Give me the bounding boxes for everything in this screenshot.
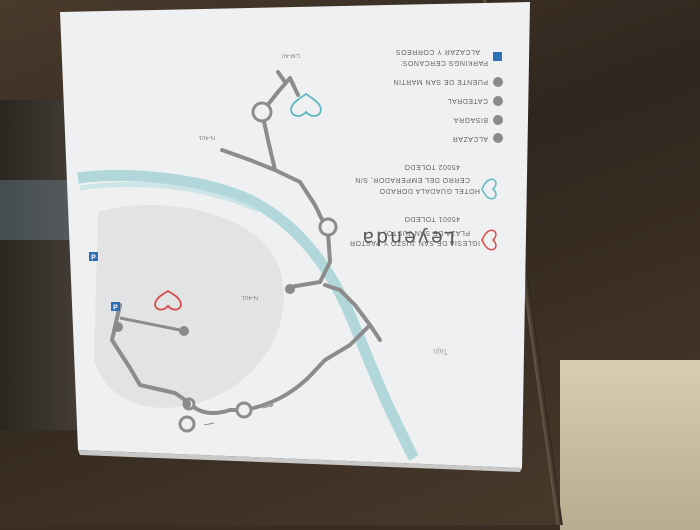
legend-item: HOTEL GUADALA DORADO <box>379 187 480 194</box>
road-spur <box>368 323 382 342</box>
road-west <box>110 303 190 404</box>
legend-item: IGLESIA DE SAN JUSTO Y PASTOR <box>349 239 480 246</box>
road-network <box>110 70 382 416</box>
location-marker-icon <box>493 96 503 106</box>
location-marker-icon <box>493 133 503 143</box>
location-marker-icon <box>493 77 503 87</box>
svg-text:P: P <box>113 305 118 312</box>
road-east <box>323 283 372 327</box>
heart-marker-icon <box>290 92 322 117</box>
heart-marker-icon <box>481 178 497 200</box>
road-top-b <box>276 70 287 84</box>
legend-item: PUENTE DE SAN MARTIN <box>392 78 488 85</box>
road-label: CM-40 <box>281 52 300 58</box>
legend-item: CERRO DEL EMPERADOR, S/N <box>354 176 470 183</box>
town-area <box>94 205 284 408</box>
road-top <box>260 76 300 114</box>
legend-item: PLAZA DE SAN JUSTO, 4 <box>377 229 470 236</box>
parking-icon: P <box>89 252 98 262</box>
paper-shadow <box>78 450 522 472</box>
legend-item: ALCAZAR <box>452 135 488 142</box>
legend-item: 45002 TOLEDO <box>404 163 460 170</box>
heart-marker-icon <box>481 229 497 251</box>
direction-arrows <box>203 299 357 426</box>
location-marker-icon <box>183 400 191 408</box>
location-marker-icon <box>113 322 123 332</box>
svg-text:P: P <box>91 255 96 262</box>
road-label: N-401 <box>241 294 258 300</box>
cardboard-box <box>560 360 700 530</box>
road-north <box>220 148 330 234</box>
legend-item: BISAGRA <box>453 116 488 123</box>
river <box>77 169 419 462</box>
poi-markers <box>113 284 295 408</box>
parking-icon: P <box>111 302 120 312</box>
heart-marker-icon <box>154 289 182 311</box>
river-bank <box>79 181 260 213</box>
legend-item: CATEDRAL <box>447 97 488 104</box>
legend-item: ALCAZAR Y CORREOS <box>395 48 481 55</box>
road-center <box>288 230 332 289</box>
location-marker-icon <box>179 326 189 336</box>
legend-item: PARKINGS CERCANOS: <box>399 59 488 66</box>
location-marker-icon <box>493 115 503 125</box>
road-short <box>119 316 181 332</box>
blue-object-left <box>0 180 70 240</box>
road-label: N-401 <box>198 134 215 140</box>
parking-icon <box>493 52 502 61</box>
legend-icons <box>481 52 503 251</box>
location-marker-icon <box>285 284 295 294</box>
river-label: Tajo <box>433 347 448 356</box>
legend-item: 45001 TOLEDO <box>404 215 460 222</box>
